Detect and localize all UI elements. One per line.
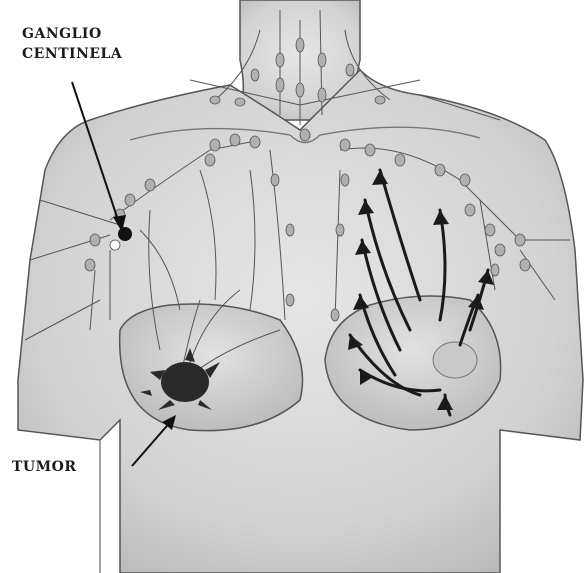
lymph-node: [230, 134, 240, 146]
lymph-node: [515, 234, 525, 246]
lymph-node: [331, 309, 339, 321]
lymph-node: [125, 194, 135, 206]
right-areola: [433, 342, 477, 378]
sentinel-node-label-line2: CENTINELA: [22, 44, 122, 64]
lymph-node: [435, 164, 445, 176]
tumor-label: TUMOR: [12, 458, 76, 476]
lymph-node: [286, 224, 294, 236]
lymph-node: [210, 139, 220, 151]
lymph-node: [336, 224, 344, 236]
sentinel-node-label-line1: GANGLIO: [22, 24, 122, 44]
lymph-node: [276, 53, 284, 67]
lymph-node: [395, 154, 405, 166]
sentinel-node-label: GANGLIO CENTINELA: [22, 24, 122, 64]
lymph-node: [365, 144, 375, 156]
lymph-node: [296, 38, 304, 52]
lymph-node: [205, 154, 215, 166]
lymph-node: [300, 129, 310, 141]
lymph-node: [465, 204, 475, 216]
lymph-node: [520, 259, 530, 271]
lymph-node: [460, 174, 470, 186]
lymph-node: [318, 53, 326, 67]
lymph-node: [318, 88, 326, 102]
sentinel-node-dot: [118, 227, 132, 241]
lymph-node: [271, 174, 279, 186]
lymph-node: [250, 136, 260, 148]
torso: [18, 70, 583, 573]
lymph-node: [145, 179, 155, 191]
lymph-node: [495, 244, 505, 256]
sentinel-node-highlight: [110, 240, 120, 250]
lymph-node: [276, 78, 284, 92]
lymph-node: [491, 264, 499, 276]
lymph-node: [251, 69, 259, 81]
lymph-node: [286, 294, 294, 306]
lymph-node: [485, 224, 495, 236]
lymph-node: [340, 139, 350, 151]
lymph-node: [346, 64, 354, 76]
lymph-node: [85, 259, 95, 271]
lymph-node: [90, 234, 100, 246]
lymph-node: [341, 174, 349, 186]
lymph-node: [235, 98, 245, 106]
lymph-node: [296, 83, 304, 97]
lymph-node: [375, 96, 385, 104]
lymph-node: [210, 96, 220, 104]
